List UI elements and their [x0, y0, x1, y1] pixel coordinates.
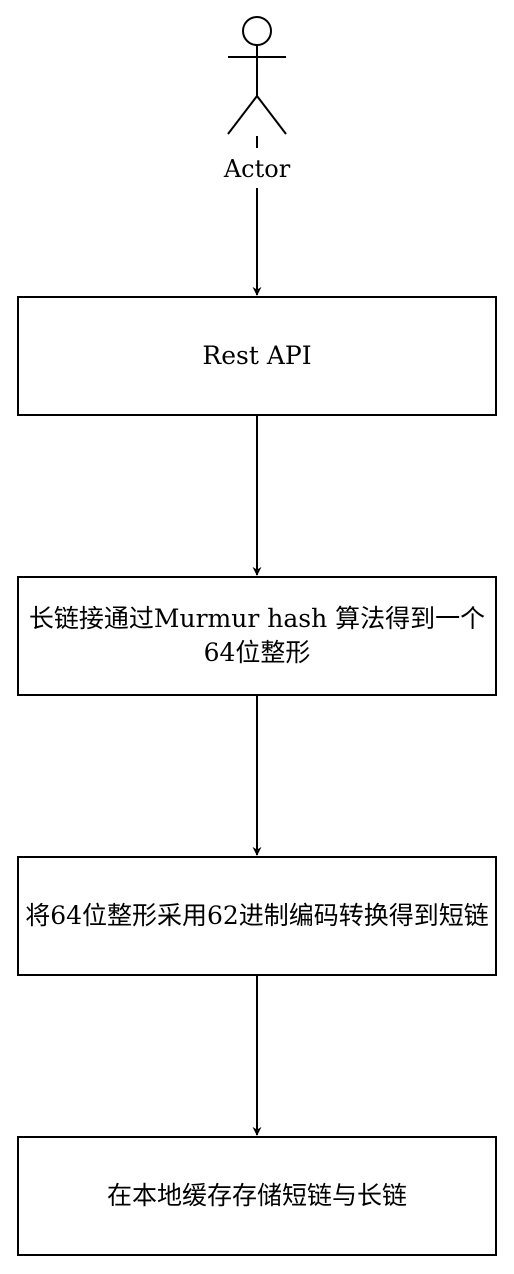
- murmur-hash-label: 长链接通过Murmur hash 算法得到一个64位整形: [28, 604, 486, 667]
- actor-label: Actor: [200, 154, 314, 184]
- rest-api-node: Rest API: [17, 296, 497, 416]
- base62-encode-node: 将64位整形采用62进制编码转换得到短链: [17, 856, 497, 976]
- actor-head: [242, 16, 272, 46]
- rest-api-label: Rest API: [202, 341, 312, 371]
- store-local-node: 在本地缓存存储短链与长链: [17, 1136, 497, 1256]
- base62-encode-label: 将64位整形采用62进制编码转换得到短链: [25, 901, 489, 931]
- actor-left-leg: [227, 95, 258, 135]
- actor-stick-figure: [227, 16, 287, 148]
- actor-right-leg: [256, 95, 287, 135]
- murmur-hash-node: 长链接通过Murmur hash 算法得到一个64位整形: [17, 576, 497, 696]
- store-local-label: 在本地缓存存储短链与长链: [106, 1181, 407, 1211]
